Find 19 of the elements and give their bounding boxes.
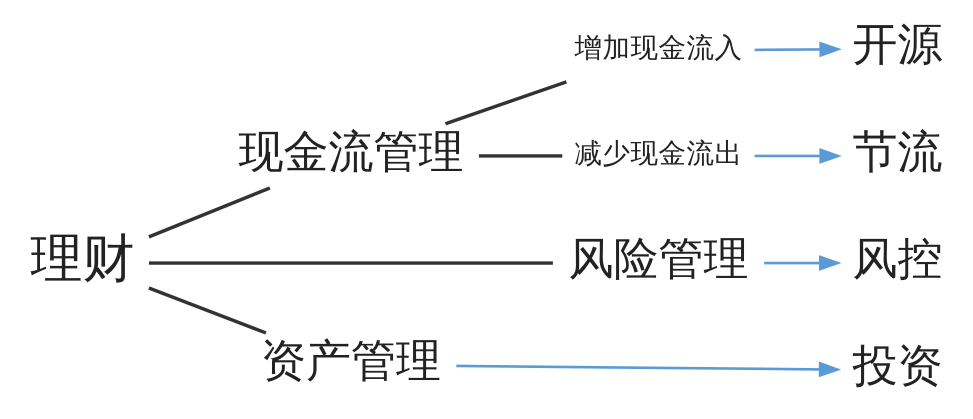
connector	[478, 154, 562, 158]
connector	[148, 286, 267, 335]
node-text: 风控	[852, 232, 943, 285]
arrow	[456, 362, 842, 378]
node-text: 风险管理	[568, 232, 748, 285]
node-text: 节流	[852, 124, 943, 178]
node-text: 现金流管理	[238, 124, 464, 178]
connector	[444, 80, 567, 126]
connector	[148, 186, 270, 238]
node-text: 减少现金流出	[574, 136, 742, 170]
node-text: 增加现金流入	[574, 31, 742, 64]
node-text: 投资	[852, 339, 943, 392]
arrow	[754, 42, 842, 58]
arrow	[764, 255, 842, 271]
node-text: 开源	[852, 18, 943, 71]
connector	[148, 261, 553, 265]
node-text: 理财	[30, 229, 134, 289]
arrow	[754, 148, 842, 164]
node-text: 资产管理	[260, 334, 441, 387]
